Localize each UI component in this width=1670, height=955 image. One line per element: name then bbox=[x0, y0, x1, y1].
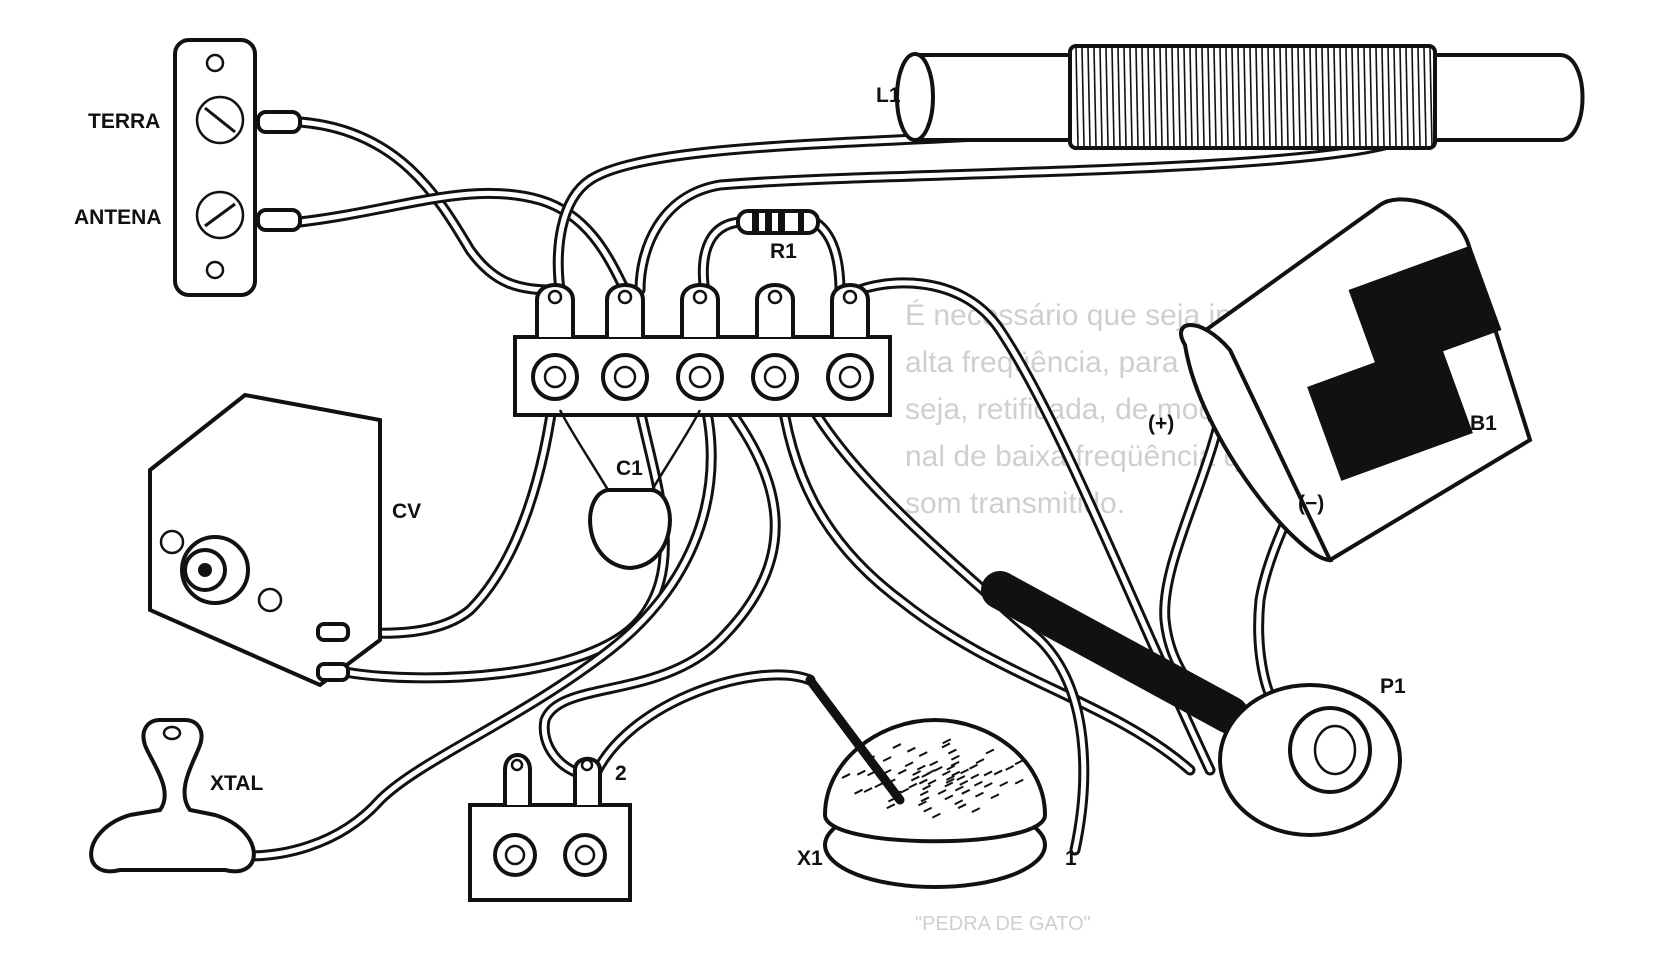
strip-terminal-4 bbox=[751, 283, 799, 401]
terra-label: TERRA bbox=[88, 110, 160, 133]
cats-whisker bbox=[805, 675, 905, 805]
terminal-strip bbox=[513, 283, 892, 417]
crystal-earphone-xtal: XTAL bbox=[89, 718, 263, 874]
pin-2-label: 2 bbox=[615, 762, 627, 785]
x1-label: X1 bbox=[797, 847, 823, 870]
p1-label: P1 bbox=[1380, 675, 1406, 698]
bleed-caption: "PEDRA DE GATO" bbox=[915, 913, 1091, 935]
antena-screw-icon bbox=[195, 190, 245, 240]
strip-terminal-2 bbox=[601, 283, 649, 401]
r1-label: R1 bbox=[770, 240, 797, 263]
b1-minus-label: (−) bbox=[1298, 492, 1324, 515]
variable-capacitor-cv: CV bbox=[148, 392, 421, 688]
potentiometer-p1: P1 bbox=[981, 571, 1406, 837]
b1-plus-label: (+) bbox=[1148, 412, 1174, 435]
xtal-label: XTAL bbox=[210, 772, 263, 795]
c1-label: C1 bbox=[616, 457, 643, 480]
battery-b1: (+) (−) B1 bbox=[1148, 197, 1533, 563]
cv-label: CV bbox=[392, 500, 421, 523]
b1-label: B1 bbox=[1470, 412, 1497, 435]
strip-terminal-3 bbox=[676, 283, 724, 401]
coil-l1: L1 bbox=[876, 44, 1585, 150]
antena-label: ANTENA bbox=[74, 206, 162, 229]
pin-1-label: 1 bbox=[1065, 847, 1077, 870]
small-terminal-board: 2 bbox=[468, 753, 632, 902]
l1-label: L1 bbox=[876, 84, 901, 107]
capacitor-c1: C1 bbox=[558, 409, 702, 571]
crystal-detector-x1: X1 1 bbox=[797, 675, 1077, 889]
antenna-ground-terminal-plate: TERRA ANTENA bbox=[74, 38, 302, 297]
strip-terminal-5 bbox=[826, 283, 874, 401]
terra-screw-icon bbox=[195, 95, 245, 145]
strip-terminal-1 bbox=[531, 283, 579, 401]
resistor-r1: R1 bbox=[736, 209, 820, 263]
pot-shaft bbox=[981, 571, 1249, 734]
